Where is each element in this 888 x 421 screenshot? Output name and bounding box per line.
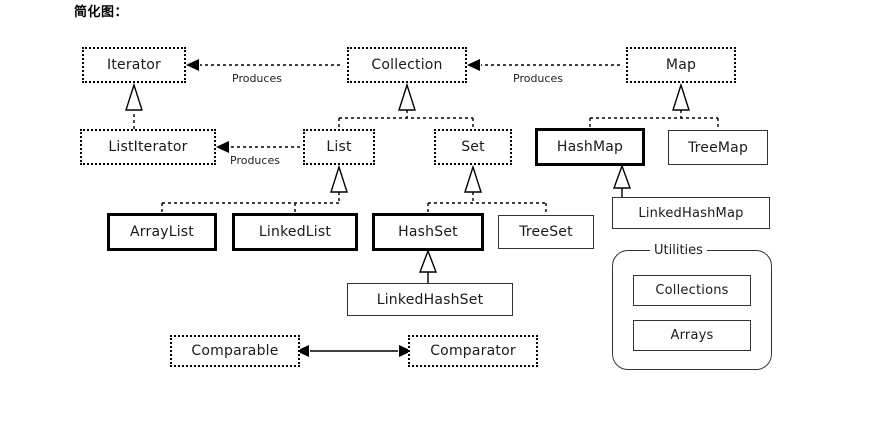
utilities-group-label: Utilities (650, 243, 707, 258)
node-treeset[interactable]: TreeSet (498, 215, 594, 249)
node-label-treemap: TreeMap (687, 139, 749, 156)
node-linkedlist[interactable]: LinkedList (232, 213, 358, 251)
edge-label-produces-collection: Produces (512, 72, 564, 85)
node-label-treeset: TreeSet (519, 224, 573, 240)
node-label-arrays: Arrays (670, 328, 714, 343)
node-listiterator[interactable]: ListIterator (80, 129, 216, 165)
node-label-comparator: Comparator (430, 343, 516, 359)
node-set[interactable]: Set (434, 129, 512, 165)
node-treemap[interactable]: TreeMap (668, 130, 768, 165)
node-label-linkedlist: LinkedList (258, 224, 332, 240)
node-label-arraylist: ArrayList (130, 224, 194, 240)
node-label-collections: Collections (655, 283, 729, 298)
node-label-hashmap: HashMap (556, 139, 624, 155)
node-label-map: Map (665, 57, 697, 73)
node-label-comparable: Comparable (191, 343, 279, 359)
node-label-hashset: HashSet (398, 224, 458, 240)
node-arraylist[interactable]: ArrayList (107, 213, 217, 251)
utilities-group-box (612, 250, 772, 370)
node-label-linkedhashmap: LinkedHashMap (638, 205, 744, 221)
edge-label-produces-listiterator: Produces (229, 154, 281, 167)
node-label-iterator: Iterator (107, 57, 161, 73)
node-label-linkedhashset: LinkedHashSet (376, 291, 484, 308)
node-collections[interactable]: Collections (633, 275, 751, 306)
node-label-listiterator: ListIterator (108, 139, 188, 155)
page-title: 简化图： (74, 5, 129, 20)
node-hashset[interactable]: HashSet (372, 213, 484, 251)
node-label-set: Set (461, 139, 485, 155)
node-label-collection: Collection (371, 57, 443, 73)
node-map[interactable]: Map (626, 47, 736, 83)
node-iterator[interactable]: Iterator (82, 47, 186, 83)
node-hashmap[interactable]: HashMap (535, 128, 645, 166)
node-collection[interactable]: Collection (347, 47, 467, 83)
node-list[interactable]: List (303, 129, 375, 165)
node-linkedhashmap[interactable]: LinkedHashMap (612, 197, 770, 229)
node-comparator[interactable]: Comparator (408, 335, 538, 367)
edge-label-produces-iterator: Produces (231, 72, 283, 85)
node-linkedhashset[interactable]: LinkedHashSet (347, 283, 513, 316)
node-label-list: List (326, 139, 352, 155)
node-arrays[interactable]: Arrays (633, 320, 751, 351)
node-comparable[interactable]: Comparable (170, 335, 300, 367)
